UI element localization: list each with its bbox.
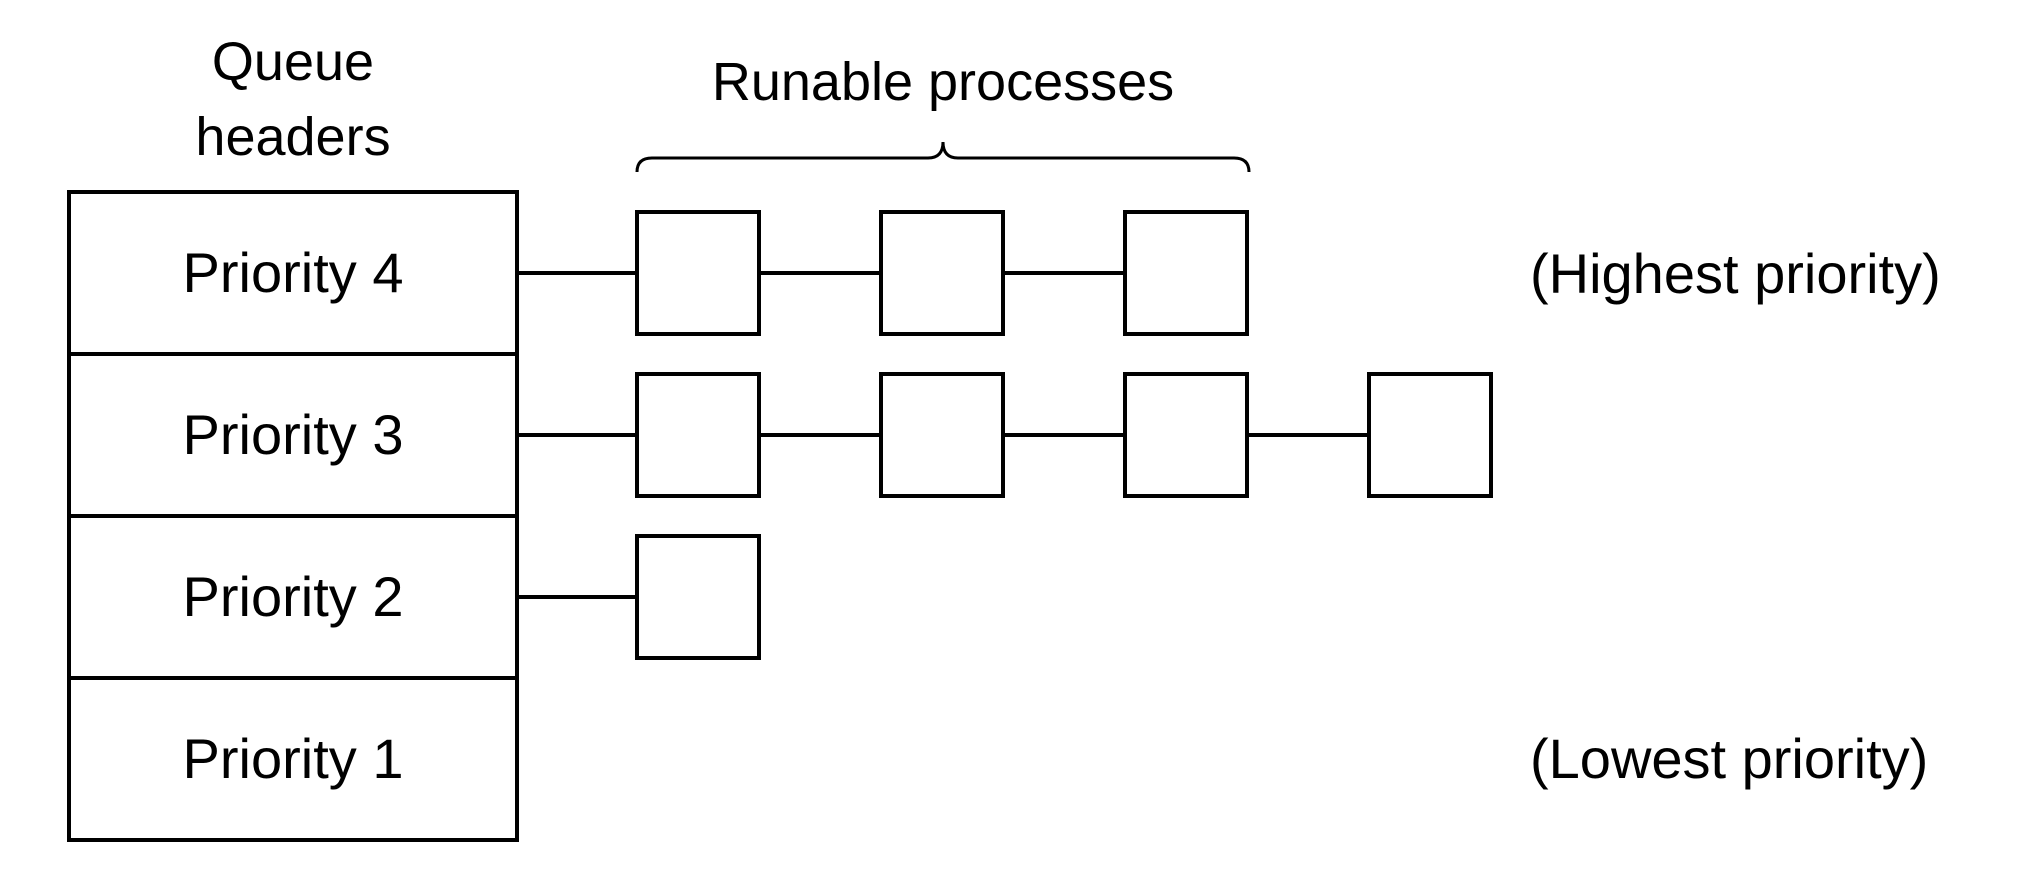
queue-header-label: Priority 2 xyxy=(183,565,404,628)
queue-header-row-priority-3: Priority 3 xyxy=(67,352,519,518)
queue-header-cell xyxy=(67,190,519,356)
highest-priority-note: (Highest priority) xyxy=(1530,242,1941,305)
queue-header-row-priority-2: Priority 2 xyxy=(67,514,519,680)
process-box xyxy=(1123,372,1249,498)
process-chains xyxy=(517,210,1493,660)
queue-header-label: Priority 1 xyxy=(183,727,404,790)
runable-processes-brace xyxy=(635,141,1251,173)
queue-header-row-priority-4: Priority 4 xyxy=(67,190,519,356)
lowest-priority-note: (Lowest priority) xyxy=(1530,727,1928,790)
process-box xyxy=(1367,372,1493,498)
queue-header-cell xyxy=(67,352,519,518)
queue-header-row-priority-1: Priority 1 xyxy=(67,676,519,842)
process-box xyxy=(635,210,761,336)
process-box xyxy=(879,210,1005,336)
queue-header-label: Priority 4 xyxy=(183,241,404,304)
process-box xyxy=(1123,210,1249,336)
process-box xyxy=(635,534,761,660)
process-box xyxy=(635,372,761,498)
queue-headers-title-line1: Queue xyxy=(212,32,374,92)
queue-headers-title-line2: headers xyxy=(195,107,390,167)
runable-processes-label: Runable processes xyxy=(712,52,1174,112)
queue-header-label: Priority 3 xyxy=(183,403,404,466)
queue-header-cell xyxy=(67,676,519,842)
queue-header-cell xyxy=(67,514,519,680)
process-box xyxy=(879,372,1005,498)
